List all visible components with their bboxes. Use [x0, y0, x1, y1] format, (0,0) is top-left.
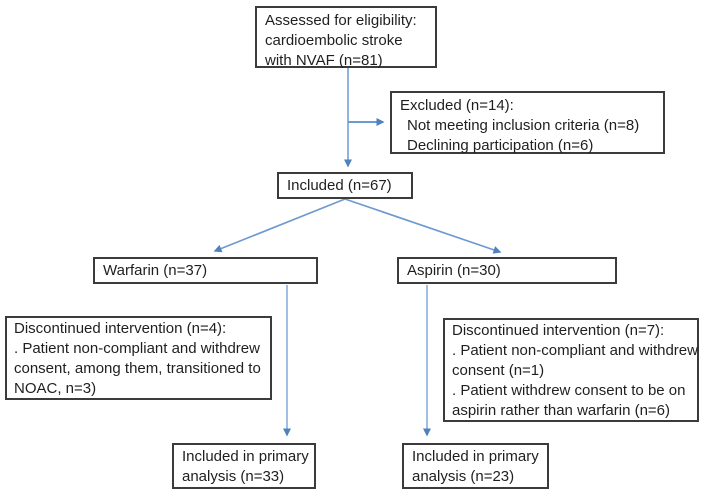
primary-aspirin-line: analysis (n=23) [412, 468, 515, 485]
excluded-reason: Declining participation (n=6) [407, 137, 594, 154]
primary-aspirin-line: Included in primary [412, 448, 539, 465]
box-aspirin-arm: Aspirin (n=30) [397, 257, 617, 284]
arrow-included-to-warfarin [213, 198, 346, 253]
primary-warfarin-line: analysis (n=33) [182, 468, 285, 485]
box-warfarin-arm: Warfarin (n=37) [93, 257, 318, 284]
box-discontinued-warfarin: Discontinued intervention (n=4): . Patie… [5, 316, 272, 400]
disc-aspirin-line: . Patient withdrew consent to be on [452, 382, 686, 399]
disc-aspirin-line: Discontinued intervention (n=7): [452, 322, 665, 339]
disc-warfarin-line: NOAC, n=3) [14, 380, 97, 397]
excluded-reason: Not meeting inclusion criteria (n=8) [407, 117, 640, 134]
primary-warfarin-line: Included in primary [182, 448, 309, 465]
disc-warfarin-line: . Patient non-compliant and withdrew [14, 340, 260, 357]
assessed-line: cardioembolic stroke [265, 32, 403, 49]
box-excluded: Excluded (n=14): Not meeting inclusion c… [390, 91, 665, 154]
aspirin-label: Aspirin (n=30) [407, 262, 501, 279]
disc-aspirin-line: . Patient non-compliant and withdrew [452, 342, 698, 359]
box-primary-analysis-aspirin: Included in primary analysis (n=23) [402, 443, 549, 489]
excluded-title: Excluded (n=14): [400, 97, 514, 114]
disc-warfarin-line: consent, among them, transitioned to [14, 360, 261, 377]
box-primary-analysis-warfarin: Included in primary analysis (n=33) [172, 443, 316, 489]
assessed-line: with NVAF (n=81) [265, 52, 383, 69]
included-label: Included (n=67) [287, 177, 392, 194]
warfarin-label: Warfarin (n=37) [103, 262, 208, 279]
assessed-line: Assessed for eligibility: [265, 12, 417, 29]
box-included: Included (n=67) [277, 172, 413, 199]
disc-warfarin-line: Discontinued intervention (n=4): [14, 320, 227, 337]
disc-aspirin-line: consent (n=1) [452, 362, 545, 379]
box-assessed-eligibility: Assessed for eligibility: cardioembolic … [255, 6, 437, 69]
disc-aspirin-line: aspirin rather than warfarin (n=6) [452, 402, 671, 419]
box-discontinued-aspirin: Discontinued intervention (n=7): . Patie… [443, 318, 699, 422]
arrow-included-to-aspirin [344, 198, 502, 254]
